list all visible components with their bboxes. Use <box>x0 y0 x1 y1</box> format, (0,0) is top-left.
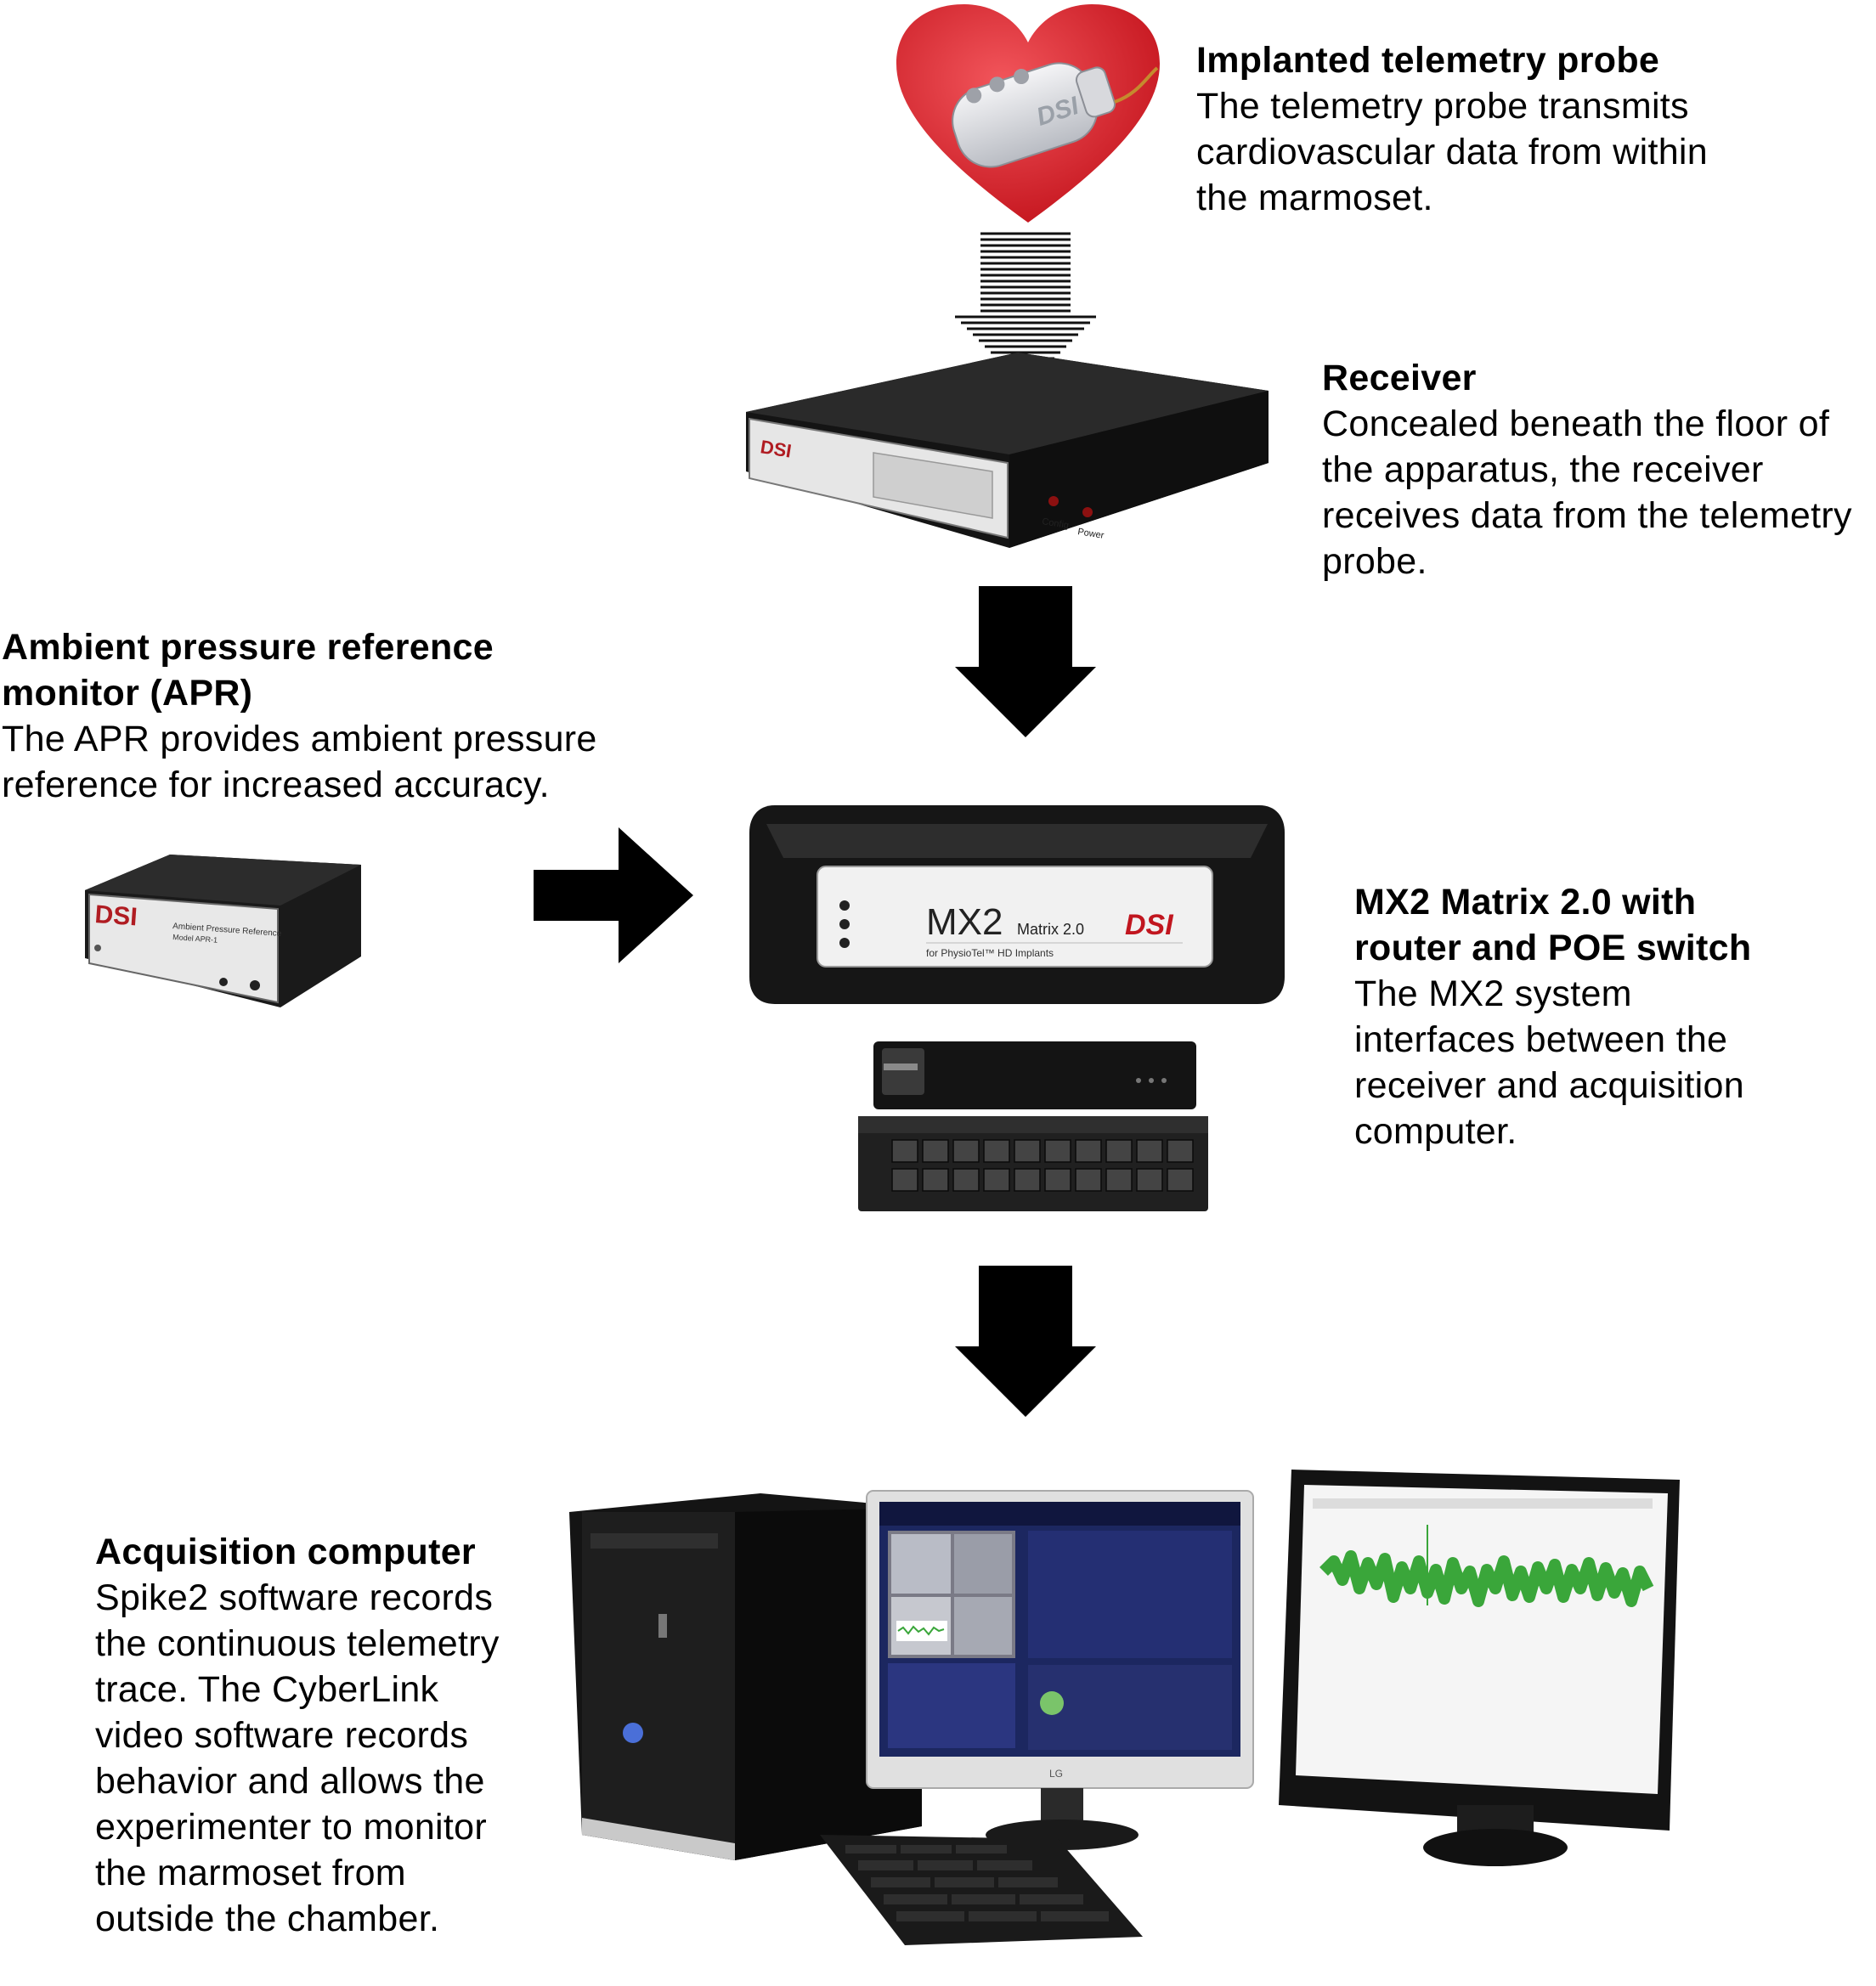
power-button-icon <box>623 1723 643 1743</box>
receiver-logo: DSI <box>759 436 793 461</box>
telemetry-probe-icon: DSI <box>952 62 1116 168</box>
computer-caption: Acquisition computer Spike2 software rec… <box>95 1529 605 1942</box>
trace-monitor <box>1279 1470 1680 1866</box>
keyboard <box>820 1835 1143 1945</box>
mini-trace <box>897 1625 945 1636</box>
mx2-brand-sub: Matrix 2.0 <box>1017 921 1084 938</box>
arrow-apr-to-mx2 <box>534 827 693 963</box>
receiver-power-label: Power <box>1077 527 1105 541</box>
router-device <box>873 1041 1196 1109</box>
apr-description: The APR provides ambient pressure refere… <box>2 719 597 805</box>
mx2-title: MX2 Matrix 2.0 with router and POE switc… <box>1354 882 1752 968</box>
monitor-brand: LG <box>1049 1768 1063 1780</box>
mx2-matrix-device: MX2 Matrix 2.0 DSI for PhysioTel™ HD Imp… <box>749 805 1285 1004</box>
probe-description: The telemetry probe transmits cardiovasc… <box>1196 86 1708 218</box>
mx2-brand-main: MX2 <box>926 901 1003 943</box>
receiver-device: DSI Config Power <box>746 353 1269 548</box>
acquisition-computer-setup: LG <box>569 1470 1680 1945</box>
mx2-caption: MX2 Matrix 2.0 with router and POE switc… <box>1354 879 1864 1154</box>
apr-power-icon <box>250 980 260 990</box>
receiver-config-label: Config <box>1042 516 1070 531</box>
apr-panel-line-2: Model APR-1 <box>172 933 218 945</box>
mx2-led-1-icon <box>839 900 850 911</box>
computer-description: Spike2 software records the continuous t… <box>95 1577 500 1939</box>
arrow-receiver-to-mx2 <box>955 586 1096 737</box>
computer-title: Acquisition computer <box>95 1532 476 1572</box>
config-led-icon <box>1048 496 1059 506</box>
heart-probe-illustration: DSI <box>896 4 1160 223</box>
status-globe-icon <box>1040 1691 1064 1715</box>
probe-title: Implanted telemetry probe <box>1196 40 1660 81</box>
lg-monitor: LG <box>866 1490 1254 1850</box>
ethernet-ports <box>891 1139 1194 1192</box>
apr-logo: DSI <box>94 900 138 931</box>
apr-led-icon <box>219 978 228 986</box>
power-led-icon <box>1082 507 1093 517</box>
mx2-brand-tag: for PhysioTel™ HD Implants <box>926 947 1054 959</box>
telemetry-trace <box>1319 1550 1654 1607</box>
apr-device: DSI Ambient Pressure Reference Model APR… <box>85 855 361 1007</box>
mx2-led-2-icon <box>839 919 850 929</box>
arrow-mx2-to-computer <box>955 1266 1096 1417</box>
mx2-brand-logo: DSI <box>1125 909 1174 941</box>
mx2-led-3-icon <box>839 938 850 948</box>
router-poe-switch <box>858 1041 1208 1211</box>
receiver-caption: Receiver Concealed beneath the floor of … <box>1322 355 1874 584</box>
receiver-title: Receiver <box>1322 358 1477 398</box>
apr-caption: Ambient pressure reference monitor (APR)… <box>2 624 647 808</box>
mx2-description: The MX2 system interfaces between the re… <box>1354 973 1744 1152</box>
probe-caption: Implanted telemetry probe The telemetry … <box>1196 37 1842 221</box>
receiver-description: Concealed beneath the floor of the appar… <box>1322 403 1852 582</box>
apr-title: Ambient pressure reference monitor (APR) <box>2 627 494 714</box>
